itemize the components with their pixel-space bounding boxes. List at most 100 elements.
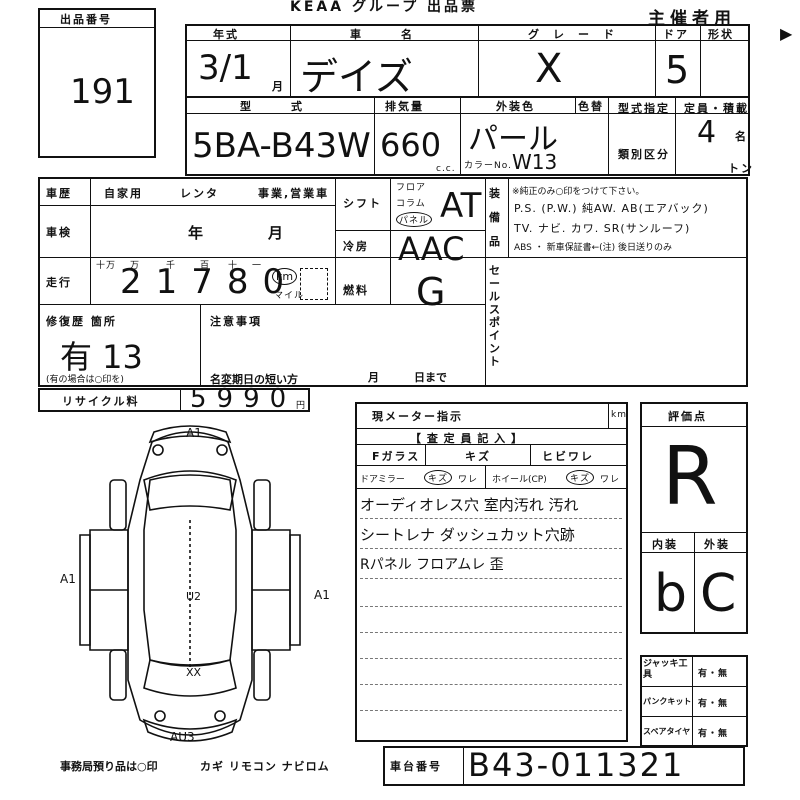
accessory-spare-value: 有・無 (698, 729, 729, 739)
assessor-wheel: ホイール(CP) (492, 475, 547, 485)
equipment-line-3: ABS ・ 新車保証書←(注) 後日送りのみ (514, 243, 673, 253)
name-change-month: 月 (368, 371, 381, 384)
mileage-digit-10: 十 (228, 261, 239, 271)
name-change-day: 日まで (414, 371, 447, 384)
assessor-note-1: オーディオレス穴 室内汚れ 汚れ (360, 496, 579, 514)
capacity-unit: 名 (735, 130, 748, 143)
rear-windshield (143, 658, 237, 697)
color-no-label: カラーNo. (464, 161, 512, 171)
usage-option-business: 事業,営業車 (258, 187, 330, 200)
color-value: パール (468, 122, 558, 157)
evaluation-label: 評価点 (668, 410, 707, 423)
cc-unit: c.c. (436, 164, 456, 174)
mileage-digit-10k: 万 (130, 261, 141, 271)
meter-km-unit: km (611, 410, 627, 420)
type-cert-label: 型式指定 (618, 102, 670, 115)
inspection-year: 年 (188, 224, 206, 242)
diagram-mark-center: U2 (186, 590, 202, 603)
model-value: 5BA-B43W (192, 126, 371, 166)
equipment-line-2: TV. ナビ. カワ. SR(サンルーフ) (514, 222, 691, 235)
capacity-value: 4 (697, 115, 717, 150)
usage-label: 車歴 (46, 187, 72, 200)
notes-label: 注意事項 (210, 315, 262, 328)
exterior-label: 外装 (704, 538, 730, 551)
fuel-value: G (416, 270, 446, 314)
displacement-value: 660 (380, 126, 442, 164)
accessory-spare-label: スペアタイヤ (643, 727, 691, 736)
usage-option-private: 自家用 (104, 187, 143, 200)
equipment-note: ※純正のみ○印をつけて下さい。 (512, 187, 645, 197)
assessor-note-2: シートレナ ダッシュカット穴跡 (360, 526, 575, 544)
mileage-digit-100k: 十万 (96, 261, 117, 271)
exterior-grade: C (700, 564, 737, 624)
vehicle-info-grid (185, 24, 750, 176)
shape-label: 形状 (708, 28, 734, 41)
front-bumper (148, 425, 232, 444)
inspection-label: 車検 (46, 226, 72, 239)
left-front-wheel (109, 479, 127, 531)
diagram-mark-top: A1 (186, 426, 202, 440)
repair-value: 有 13 (60, 338, 143, 376)
name-change-label: 名変期日の短い方 (210, 373, 298, 386)
lot-number-box (38, 8, 156, 158)
grade-value: X (535, 46, 563, 92)
evaluation-value: R (662, 430, 718, 523)
assessor-mirror-crack: ワレ (458, 475, 479, 485)
equipment-line-1: P.S. (P.W.) 純AW. AB(エアバック) (514, 202, 709, 215)
vehicle-damage-diagram (79, 425, 301, 742)
mileage-extra-cell (300, 268, 328, 300)
recycle-unit: 円 (296, 401, 307, 411)
shift-option-floor: フロア (396, 183, 427, 193)
capacity-label: 定員・積載 (684, 102, 749, 115)
assessor-wheel-scratch: キズ (566, 470, 595, 485)
car-name-value: デイズ (300, 55, 413, 99)
mileage-mile-unit: マイル (274, 291, 305, 301)
color-label: 外装色 (496, 100, 535, 113)
equipment-label: 装備品 (489, 187, 502, 248)
page-arrow-icon: ▶ (780, 24, 793, 43)
repair-label: 修復歴 箇所 (46, 315, 117, 328)
recycle-value: 5990 (190, 384, 297, 414)
door-value: 5 (665, 48, 690, 92)
assessor-title: 【 査 定 員 記 入 】 (410, 432, 523, 445)
accessory-puncture-label: パンクキット (643, 697, 692, 706)
shift-label: シフト (343, 197, 382, 210)
right-front-wheel (253, 479, 271, 531)
rear-bumper (142, 718, 238, 742)
right-side-panel (251, 529, 291, 651)
office-items: カギ リモコン ナビロム (200, 760, 330, 773)
assessor-wheel-crack: ワレ (600, 475, 621, 485)
color-no-value: W13 (512, 150, 558, 174)
load-unit: トン (728, 162, 754, 175)
assessor-fglass-scratch: キズ (465, 450, 491, 463)
diagram-mark-bottom: AU3 (170, 730, 195, 744)
mileage-km-unit: km (272, 268, 298, 285)
grade-label: グレード (528, 28, 628, 41)
accessory-jack-label: ジャッキ工具 (643, 659, 688, 680)
year-value: 3/1 (198, 48, 253, 88)
mileage-digit-100: 百 (200, 261, 211, 271)
inspection-month: 月 (268, 224, 286, 242)
recycle-box (38, 388, 310, 412)
office-items-label: 事務局預り品は○印 (60, 760, 158, 773)
assessor-section (355, 402, 628, 742)
interior-label: 内装 (652, 538, 678, 551)
right-rear-wheel (253, 649, 271, 701)
mileage-digit-1k: 千 (166, 261, 177, 271)
car-name-label: 車名 (350, 28, 452, 41)
color-change-label: 色替 (578, 100, 604, 113)
displacement-label: 排気量 (385, 100, 424, 113)
assessor-note-3: Rパネル フロアムレ 歪 (360, 557, 504, 573)
lot-number-label: 出品番号 (60, 13, 112, 26)
mileage-digit-1: 一 (252, 261, 263, 271)
shift-value: AT (440, 186, 482, 226)
assessor-mirror-scratch: キズ (424, 470, 453, 485)
assessor-fglass-crack: ヒビワレ (542, 450, 594, 463)
sales-point-label: セールスポイント (489, 264, 502, 368)
ac-label: 冷房 (343, 240, 369, 253)
mileage-value: 21780 (120, 262, 299, 302)
door-label: ドア (663, 28, 689, 41)
year-label: 年式 (213, 28, 239, 41)
usage-option-rental: レンタ (180, 187, 219, 200)
lot-number: 191 (70, 72, 135, 112)
